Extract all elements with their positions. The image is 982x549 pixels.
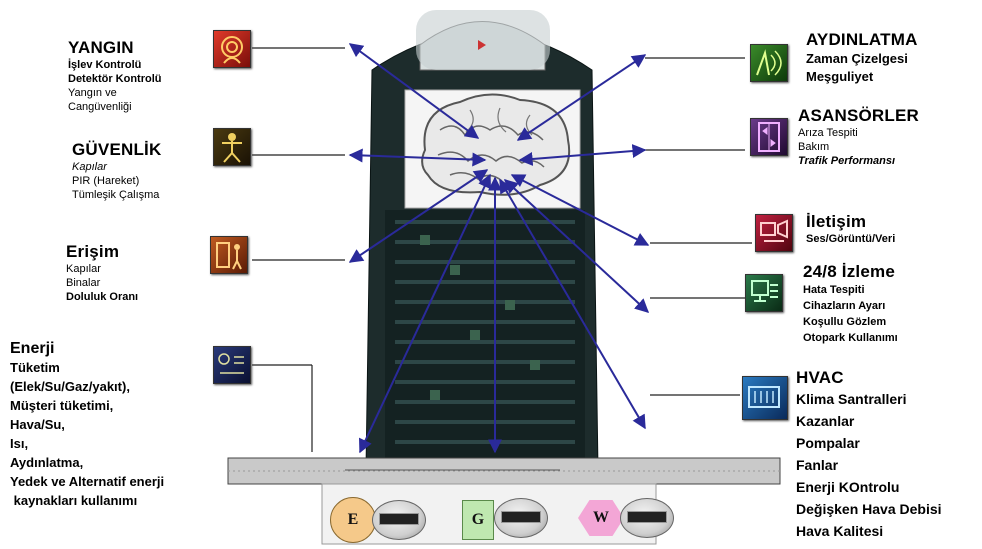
energy-meter-icon: [213, 346, 251, 384]
fire-item: Cangüvenliği: [68, 101, 132, 113]
gas-meter-label: G: [471, 511, 485, 528]
energy-group: Enerji Tüketim (Elek/Su/Gaz/yakıt), Müşt…: [10, 340, 164, 510]
lighting-item: Meşguliyet: [806, 69, 874, 84]
gas-meter-badge: G: [462, 500, 494, 540]
hvac-item: Pompalar: [796, 435, 860, 451]
hvac-item: Fanlar: [796, 457, 839, 473]
access-group: Erişim Kapılar Binalar Doluluk Oranı: [66, 242, 138, 304]
security-guard-icon: [213, 128, 251, 166]
communication-group: İletişim Ses/Görüntü/Veri: [806, 212, 895, 246]
communication-item: Ses/Görüntü/Veri: [806, 233, 896, 245]
fire-icon: [213, 30, 251, 68]
monitoring-group: 24/8 İzleme Hata Tespiti Cihazların Ayar…: [803, 262, 898, 346]
water-meter-icon: [620, 498, 674, 538]
monitoring-item: Otopark Kullanımı: [803, 332, 898, 344]
communication-icon: [755, 214, 793, 252]
hvac-item: Enerji KOntrolu: [796, 479, 900, 495]
access-title: Erişim: [66, 242, 120, 261]
fire-item: Yangın ve: [68, 87, 117, 99]
energy-item: Müşteri tüketimi,: [10, 398, 114, 413]
lighting-item: Zaman Çizelgesi: [806, 51, 908, 66]
building-logo: [478, 40, 486, 50]
access-item: Doluluk Oranı: [66, 291, 139, 303]
elevator-group: ASANSÖRLER Arıza Tespiti Bakım Trafik Pe…: [798, 106, 919, 168]
monitoring-title: 24/8 İzleme: [803, 262, 895, 281]
hvac-group: HVAC Klima Santralleri Kazanlar Pompalar…: [796, 368, 942, 542]
communication-title: İletişim: [806, 212, 867, 231]
elevator-item: Trafik Performansı: [798, 155, 896, 167]
water-meter-badge: W: [578, 500, 624, 536]
security-item: Tümleşik Çalışma: [72, 189, 160, 201]
water-meter-label: W: [593, 509, 609, 526]
elevator-item: Arıza Tespiti: [798, 127, 858, 139]
fire-title: YANGIN: [68, 38, 134, 57]
security-item: Kapılar: [72, 161, 107, 173]
hvac-item: Değişken Hava Debisi: [796, 501, 942, 517]
electricity-meter-label: E: [347, 511, 359, 528]
access-item: Kapılar: [66, 263, 101, 275]
energy-item: Tüketim: [10, 360, 60, 375]
hvac-item: Kazanlar: [796, 413, 855, 429]
energy-item: Hava/Su,: [10, 417, 65, 432]
electricity-meter-icon: [372, 500, 426, 540]
access-door-icon: [210, 236, 248, 274]
security-title: GÜVENLİK: [72, 140, 162, 159]
elevator-icon: [750, 118, 788, 156]
fire-group: YANGIN İşlev Kontrolü Detektör Kontrolü …: [68, 38, 162, 114]
energy-item: kaynakları kullanımı: [10, 493, 138, 508]
electricity-meter-badge: E: [330, 497, 376, 543]
access-item: Binalar: [66, 277, 101, 289]
monitoring-item: Cihazların Ayarı: [803, 300, 886, 312]
fire-item: İşlev Kontrolü: [68, 59, 142, 71]
lighting-icon: [750, 44, 788, 82]
energy-title: Enerji: [10, 340, 55, 357]
gas-meter-icon: [494, 498, 548, 538]
lighting-group: AYDINLATMA Zaman Çizelgesi Meşguliyet: [806, 30, 918, 86]
hvac-item: Hava Kalitesi: [796, 523, 884, 539]
energy-item: Aydınlatma,: [10, 455, 84, 470]
elevator-item: Bakım: [798, 141, 830, 153]
security-item: PIR (Hareket): [72, 175, 140, 187]
security-group: GÜVENLİK Kapılar PIR (Hareket) Tümleşik …: [72, 140, 161, 202]
energy-item: Isı,: [10, 436, 29, 451]
hvac-title: HVAC: [796, 368, 844, 387]
energy-item: Yedek ve Alternatif enerji: [10, 474, 165, 489]
monitoring-icon: [745, 274, 783, 312]
hvac-icon: [742, 376, 788, 420]
monitoring-item: Koşullu Gözlem: [803, 316, 887, 328]
fire-item: Detektör Kontrolü: [68, 73, 162, 85]
energy-item: (Elek/Su/Gaz/yakıt),: [10, 379, 130, 394]
monitoring-item: Hata Tespiti: [803, 284, 865, 296]
elevator-title: ASANSÖRLER: [798, 106, 920, 125]
lighting-title: AYDINLATMA: [806, 30, 918, 49]
hvac-item: Klima Santralleri: [796, 391, 907, 407]
